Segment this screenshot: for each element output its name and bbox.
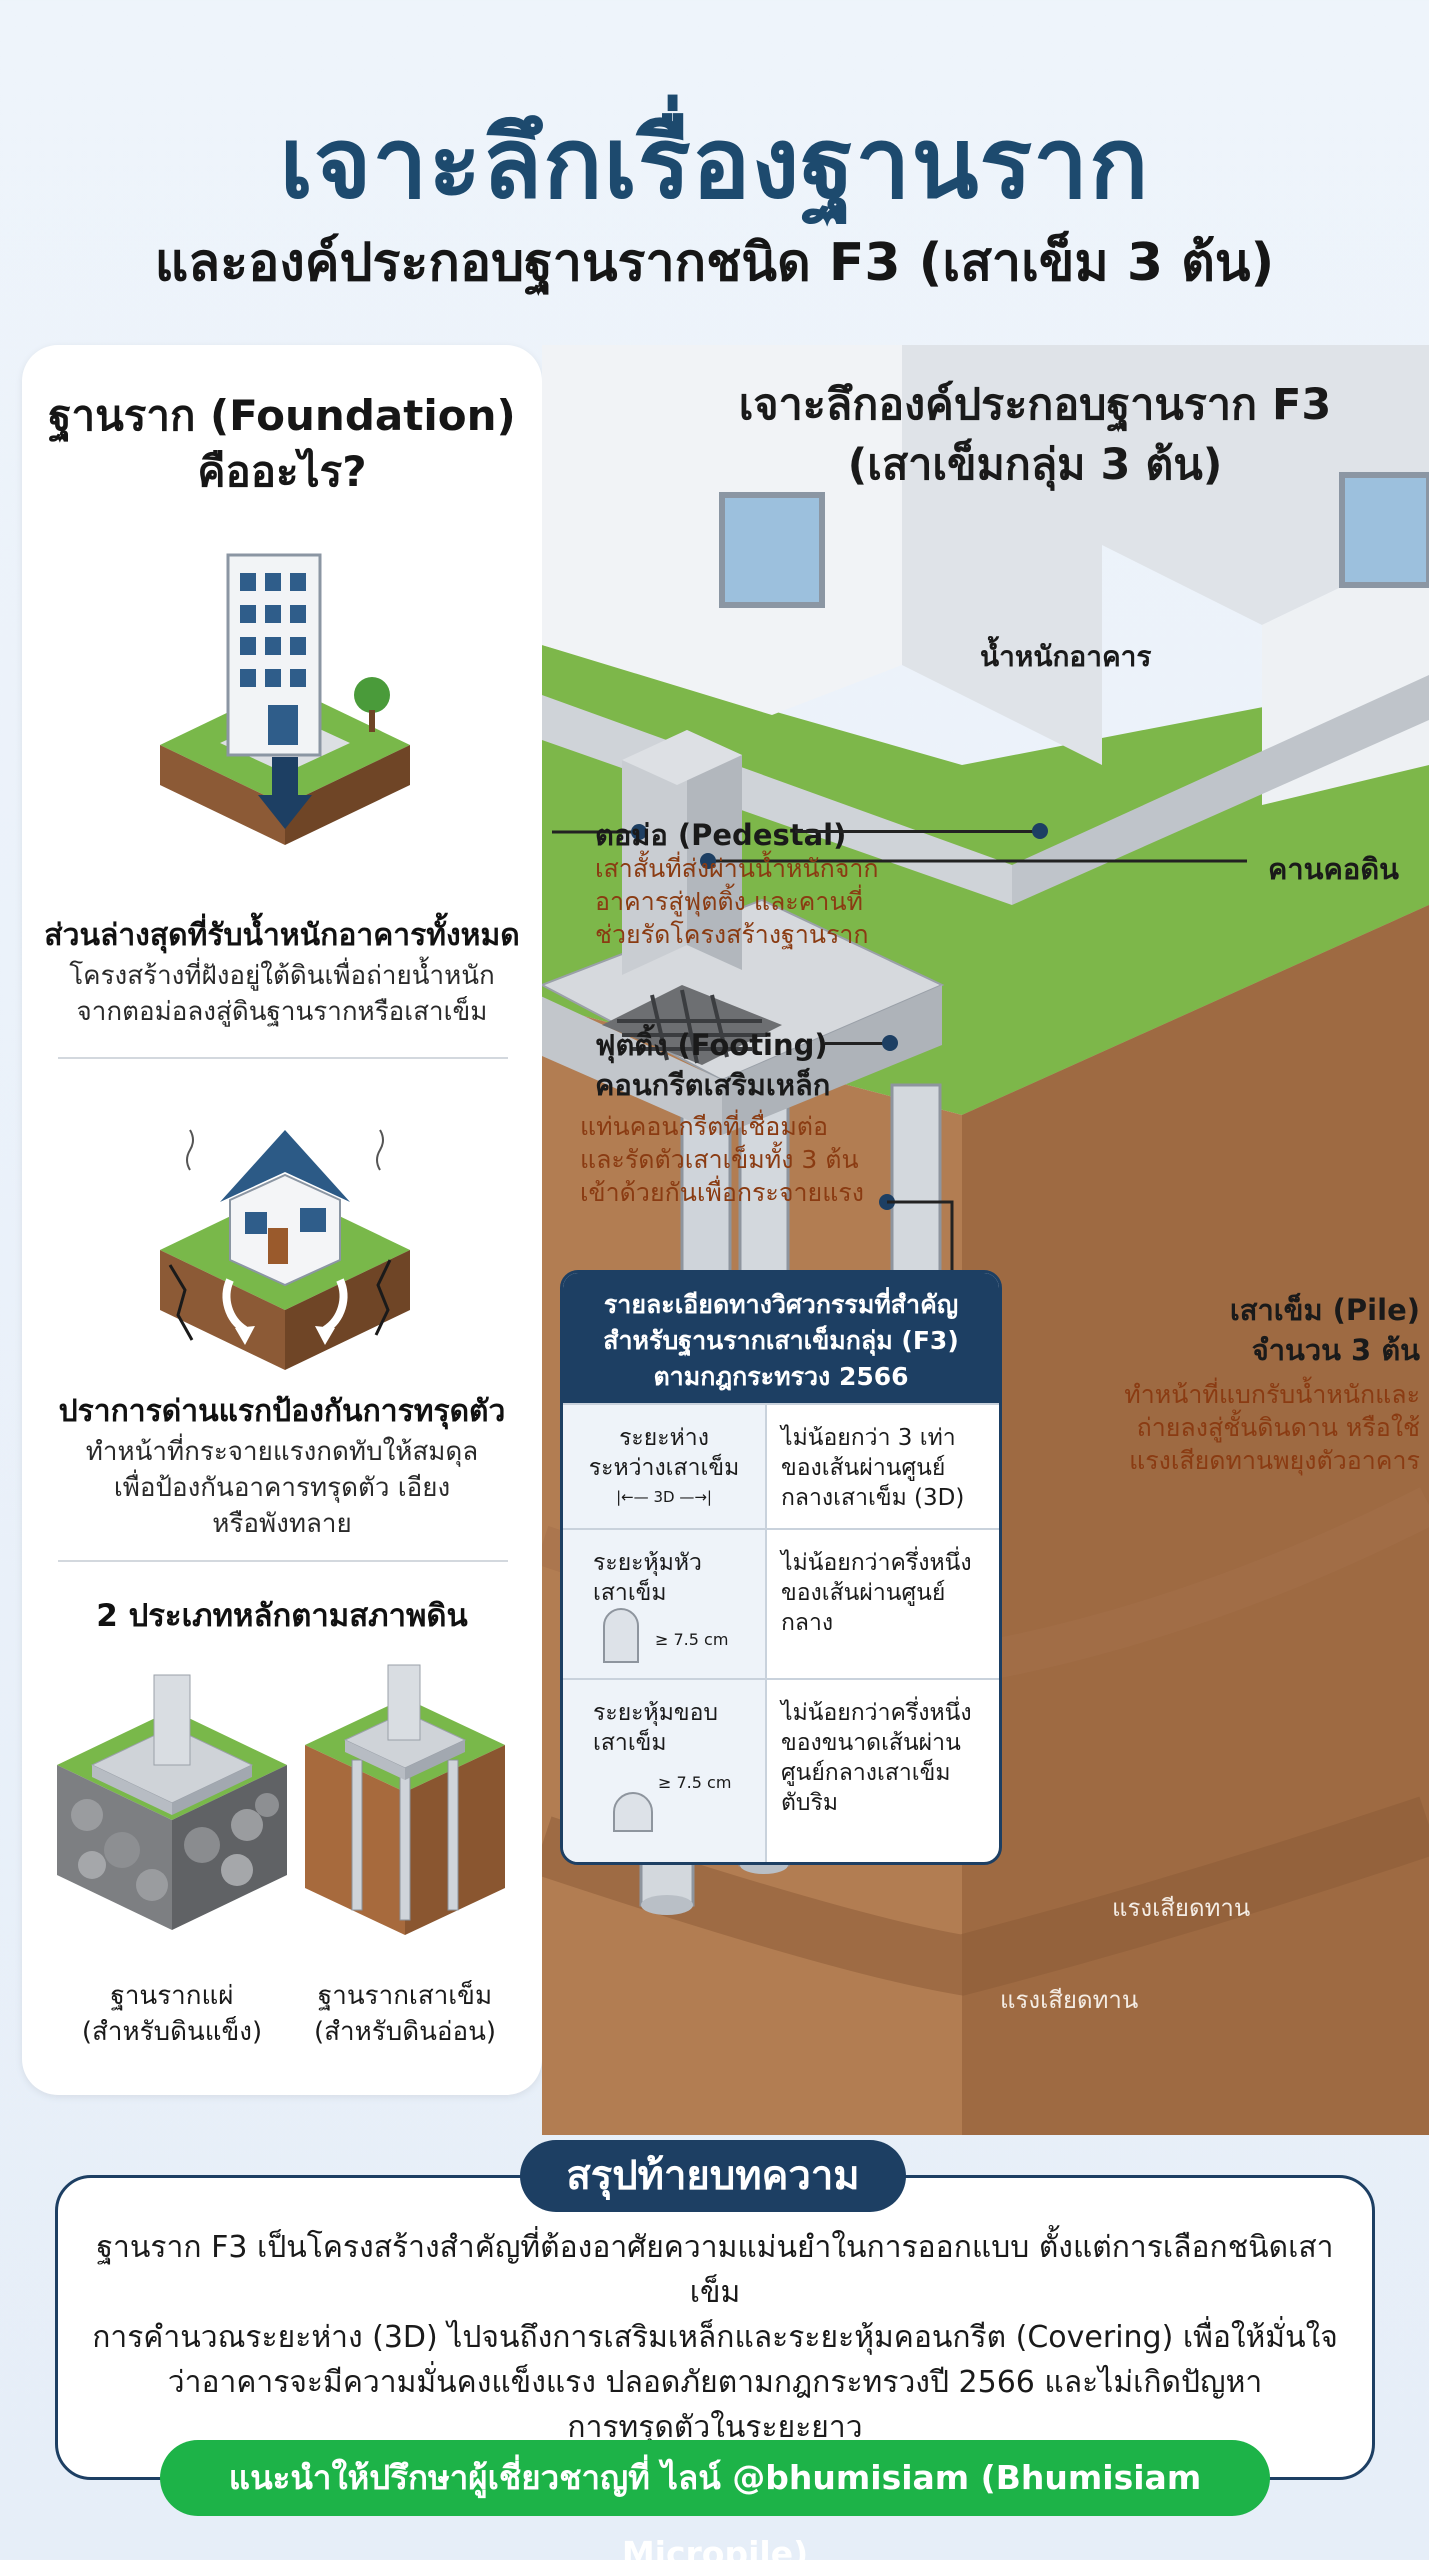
- section1-heading: ส่วนล่างสุดที่รับน้ำหนักอาคารทั้งหมด: [44, 918, 520, 953]
- ground-beam-label: คานคอดิน: [1268, 852, 1399, 886]
- foundation-card-title: ฐานราก (Foundation) คืออะไร?: [48, 391, 516, 496]
- edge-cover-dimension: ≥ 7.5 cm: [658, 1773, 732, 1792]
- pile-foundation-label: ฐานรากเสาเข็ม (สำหรับดินอ่อน): [313, 1981, 497, 2047]
- friction-label: แรงเสียดทาน: [1000, 1986, 1139, 2014]
- pile-head-icon: [603, 1608, 639, 1663]
- pile-foundation-illustration: [305, 1664, 505, 1935]
- pedestal-leader-line: [795, 830, 1040, 833]
- footing-title: ฟุตติ้ง (Footing) คอนกรีตเสริมเหล็ก: [595, 1028, 831, 1102]
- section-divider: [58, 1057, 508, 1059]
- footing-marker: [882, 1035, 898, 1051]
- pile-edge-icon: [613, 1792, 653, 1832]
- f3-section-title: เจาะลึกองค์ประกอบฐานราก F3 (เสาเข็มกลุ่ม…: [738, 380, 1332, 490]
- section-divider: [58, 1560, 508, 1562]
- pile-description: ทำหน้าที่แบกรับน้ำหนักและ ถ่ายลงสู่ชั้นด…: [1124, 1380, 1420, 1475]
- footing-leader-line: [825, 1042, 890, 1045]
- row-value: ไม่น้อยกว่า 3 เท่า ของเส้นผ่านศูนย์ กลาง…: [765, 1405, 999, 1528]
- summary-text: ฐานราก F3 เป็นโครงสร้างสำคัญที่ต้องอาศัย…: [92, 2230, 1338, 2445]
- head-cover-dimension: ≥ 7.5 cm: [655, 1630, 729, 1649]
- page-subtitle: และองค์ประกอบฐานรากชนิด F3 (เสาเข็ม 3 ต้…: [154, 233, 1275, 293]
- row-label: ระยะหุ้มหัว เสาเข็ม ≥ 7.5 cm: [563, 1530, 765, 1678]
- summary-heading: สรุปท้ายบทความ: [520, 2140, 906, 2212]
- row-label: ระยะหุ้มขอบ เสาเข็ม ≥ 7.5 cm: [563, 1680, 765, 1862]
- table-row: ระยะหุ้มขอบ เสาเข็ม ≥ 7.5 cm ไม่น้อยกว่า…: [563, 1678, 999, 1862]
- footing-description: แท่นคอนกรีตที่เชื่อมต่อ และรัดตัวเสาเข็ม…: [580, 1112, 864, 1207]
- row-label: ระยะห่าง ระหว่างเสาเข็ม |←— 3D —→|: [563, 1405, 765, 1528]
- pedestal-title: ตอม่อ (Pedestal): [595, 818, 847, 852]
- spread-footing-illustration: [57, 1674, 287, 1930]
- f3-foundation-scene: [542, 345, 1429, 2135]
- section1-body: โครงสร้างที่ฝังอยู่ใต้ดินเพื่อถ่ายน้ำหนั…: [69, 961, 495, 1027]
- section3-heading: 2 ประเภทหลักตามสภาพดิน: [96, 1598, 468, 1634]
- pile-title: เสาเข็ม (Pile) จำนวน 3 ต้น: [1229, 1293, 1420, 1367]
- building-load-label: น้ำหนักอาคาร: [980, 640, 1152, 673]
- page-title: เจาะลึกเรื่องฐานราก: [279, 107, 1150, 221]
- line-contact-banner[interactable]: แนะนำให้ปรึกษาผู้เชี่ยวชาญที่ ไลน์ @bhum…: [160, 2440, 1270, 2560]
- section2-heading: ปราการด่านแรกป้องกันการทรุดตัว: [58, 1394, 506, 1429]
- friction-label: แรงเสียดทาน: [1112, 1894, 1251, 1922]
- pedestal-description: เสาสั้นที่ส่งผ่านน้ำหนักจาก อาคารสู่ฟุตต…: [595, 854, 879, 949]
- spread-footing-label: ฐานรากแผ่ (สำหรับดินแข็ง): [81, 1981, 263, 2047]
- row-value: ไม่น้อยกว่าครึ่งหนึ่ง ของขนาดเส้นผ่าน ศู…: [765, 1680, 999, 1862]
- engineering-details-box: รายละเอียดทางวิศวกรรมที่สำคัญ สำหรับฐานร…: [560, 1270, 1002, 1865]
- section2-body: ทำหน้าที่กระจายแรงกดทับให้สมดุล เพื่อป้อ…: [85, 1437, 479, 1539]
- spacing-dimension: |←— 3D —→|: [616, 1488, 712, 1506]
- summary-box: [55, 2175, 1375, 2480]
- engineering-box-header: รายละเอียดทางวิศวกรรมที่สำคัญ สำหรับฐานร…: [563, 1273, 999, 1403]
- table-row: ระยะหุ้มหัว เสาเข็ม ≥ 7.5 cm ไม่น้อยกว่า…: [563, 1528, 999, 1678]
- row-value: ไม่น้อยกว่าครึ่งหนึ่ง ของเส้นผ่านศูนย์ ก…: [765, 1530, 999, 1678]
- house-settlement-illustration: [160, 1129, 410, 1370]
- table-row: ระยะห่าง ระหว่างเสาเข็ม |←— 3D —→| ไม่น้…: [563, 1403, 999, 1528]
- pedestal-marker: [1032, 823, 1048, 839]
- building-foundation-illustration: [160, 553, 410, 845]
